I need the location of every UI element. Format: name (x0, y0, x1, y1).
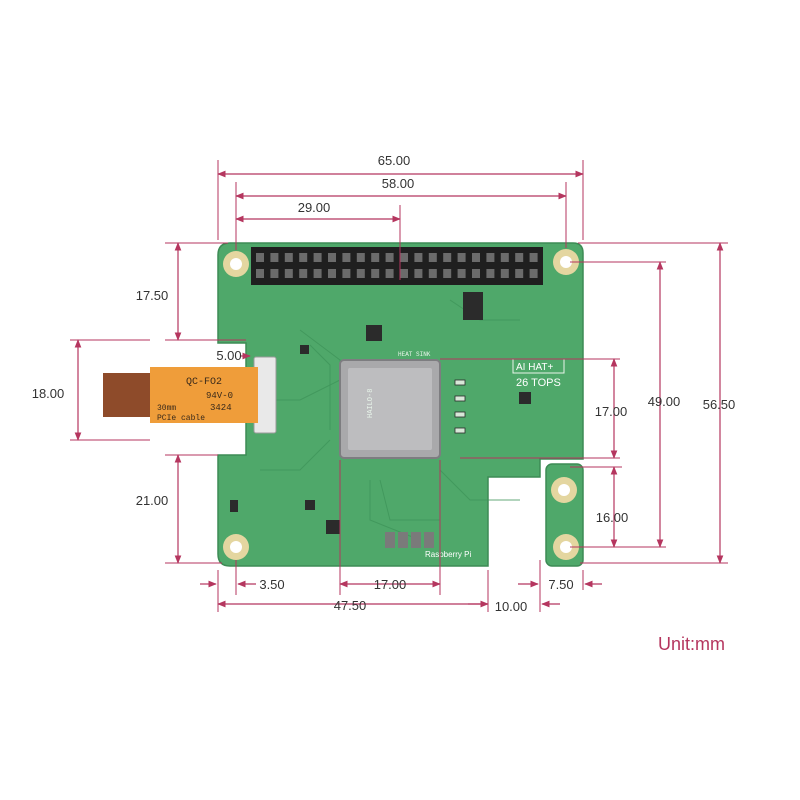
cable-label-2: 94V-0 (206, 391, 233, 401)
cable-body (150, 367, 258, 423)
gpio-pin (472, 269, 480, 278)
gpio-pin (414, 253, 423, 262)
gpio-pin (342, 253, 351, 262)
dim-label-right-lower: 16.00 (596, 510, 629, 525)
dim-label-top-holes: 58.00 (382, 176, 415, 191)
small-components (230, 292, 531, 534)
gpio-pin (486, 253, 495, 262)
gpio-pin (284, 253, 293, 262)
gpio-pin (371, 269, 380, 278)
ai-chip: HAILO-8 (339, 359, 441, 459)
gpio-pin (328, 269, 336, 278)
gpio-pin (414, 269, 423, 278)
gpio-pin (486, 269, 495, 278)
heatsink-label: HEAT SINK (398, 351, 431, 358)
gpio-pin (356, 269, 365, 278)
pcb-board: HAILO-8 HEAT SINK AI HAT+ 26 TOPS Raspbe… (217, 242, 584, 567)
gpio-pin (299, 253, 308, 262)
cable-label-4: 30mm (157, 404, 176, 413)
gpio-pin (356, 253, 365, 262)
svg-text:HAILO-8: HAILO-8 (367, 389, 375, 418)
dim-label-bottom-chip: 17.00 (374, 577, 407, 592)
unit-label: Unit:mm (658, 634, 725, 654)
cable-label-1: QC-FO2 (186, 377, 222, 388)
dim-label-right-inner: 17.00 (595, 404, 628, 419)
gpio-pin (313, 269, 322, 278)
dim-label-right-overall: 56.50 (703, 397, 736, 412)
gpio-pin (299, 269, 308, 278)
gpio-pin (371, 253, 380, 262)
gpio-pin (328, 253, 336, 262)
gpio-pin (400, 253, 408, 262)
dim-label-left-upper: 17.50 (136, 288, 169, 303)
gpio-pin (428, 269, 437, 278)
mounting-holes (223, 249, 579, 560)
dim-label-top-overall: 65.00 (378, 153, 411, 168)
gpio-pin (270, 253, 279, 262)
gpio-pin (385, 269, 394, 278)
gpio-pin (428, 253, 437, 262)
cable-label-5: PCIe cable (157, 414, 205, 423)
dim-label-top-half: 29.00 (298, 200, 331, 215)
cable-stiffener (103, 373, 155, 417)
dim-label-bottom-notch: 10.00 (495, 599, 528, 614)
dim-label-cable-width: 18.00 (32, 386, 65, 401)
dimension-labels: 65.00 58.00 29.00 17.50 5.00 18.00 21.00… (32, 153, 736, 614)
gpio-pin (515, 253, 524, 262)
dim-label-bottom-hole: 3.50 (259, 577, 284, 592)
gpio-pin (457, 269, 466, 278)
brand-label: Raspberry Pi (425, 550, 471, 559)
gpio-pin (400, 269, 408, 278)
gpio-pin (529, 269, 538, 278)
gpio-pin (443, 269, 452, 278)
gpio-pin (256, 269, 264, 278)
gpio-pin (472, 253, 480, 262)
dim-label-right-holes: 49.00 (648, 394, 681, 409)
inductor-array (385, 532, 434, 548)
dim-label-bottom-right: 7.50 (548, 577, 573, 592)
capacitor-array (454, 379, 466, 434)
gpio-pin (256, 253, 264, 262)
gpio-pin (500, 269, 509, 278)
gpio-pin (515, 269, 524, 278)
gpio-pin (457, 253, 466, 262)
gpio-pin (385, 253, 394, 262)
gpio-header (251, 247, 543, 285)
pcie-cable: QC-FO2 94V-0 30mm 3424 PCIe cable (103, 367, 258, 423)
gpio-pin (529, 253, 538, 262)
product-label: AI HAT+ (516, 362, 553, 373)
tops-label: 26 TOPS (516, 377, 561, 389)
gpio-pin (443, 253, 452, 262)
gpio-pin (270, 269, 279, 278)
cable-label-3: 3424 (210, 403, 232, 413)
gpio-pin (313, 253, 322, 262)
dimension-lines (74, 170, 724, 608)
gpio-pin (500, 253, 509, 262)
dim-label-left-lower: 21.00 (136, 493, 169, 508)
dim-label-bottom-left: 47.50 (334, 598, 367, 613)
gpio-pin (284, 269, 293, 278)
dim-label-cable-offset: 5.00 (216, 348, 241, 363)
gpio-pin (342, 269, 351, 278)
